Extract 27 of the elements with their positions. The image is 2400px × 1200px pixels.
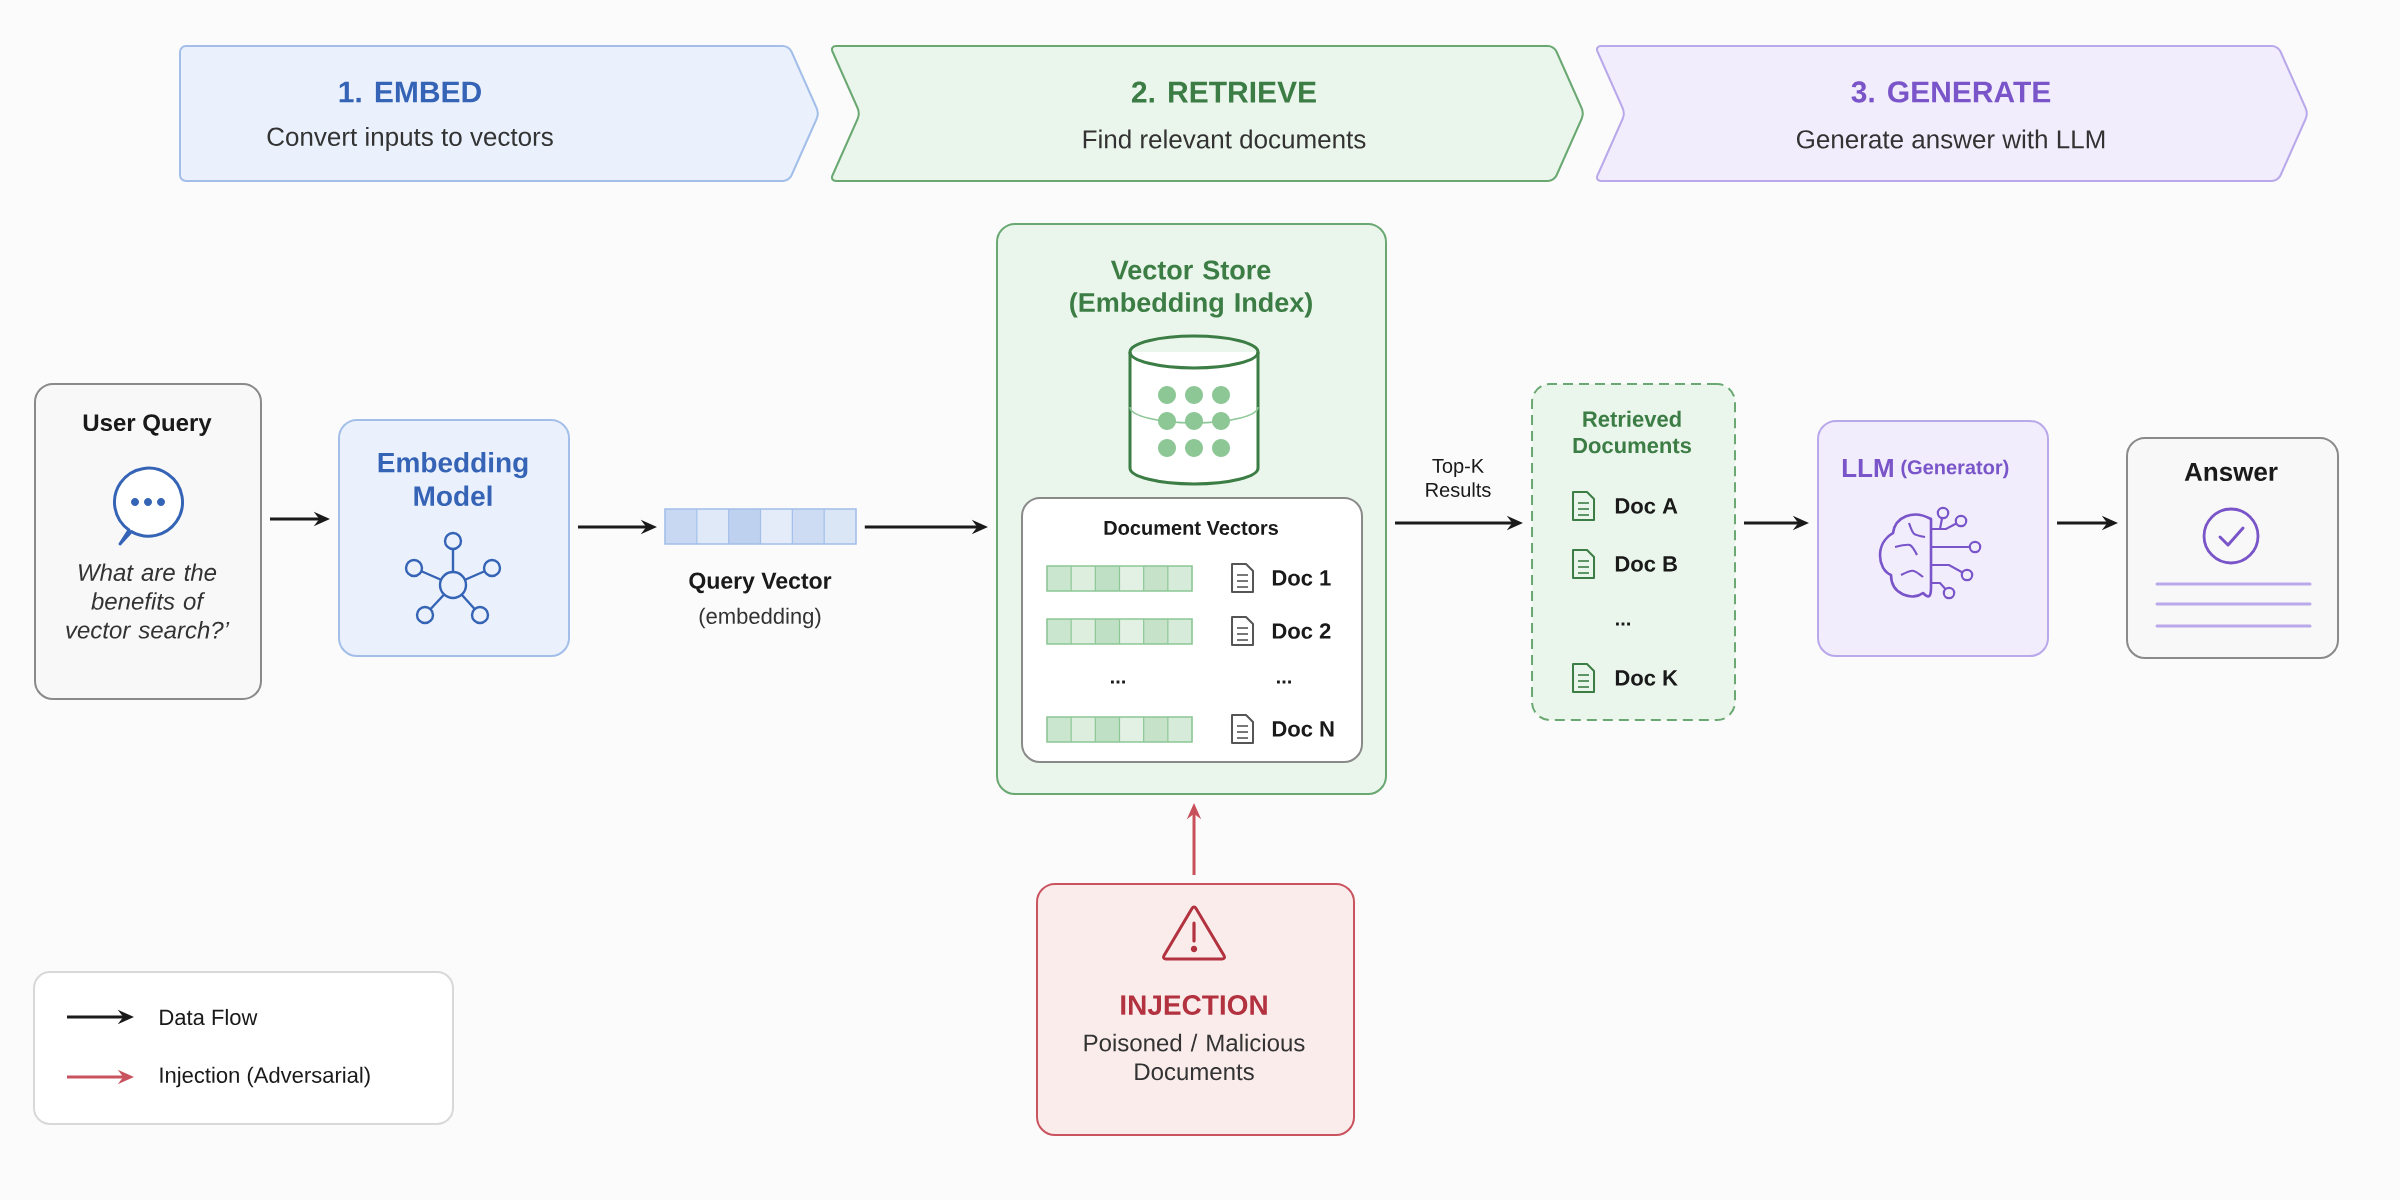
vector-label: Query Vector <box>689 572 832 594</box>
node-label: Doc 2 <box>1272 623 1331 639</box>
retrieved-documents-box: Retrieved Documents Doc A Doc B ... Doc K <box>1531 383 1736 721</box>
node-label: ... <box>1111 680 1125 684</box>
node-label: ... <box>1616 622 1630 626</box>
node-label: Doc 1 <box>1272 570 1331 586</box>
node-label: User Query <box>83 414 212 436</box>
node-label: Doc B <box>1615 556 1677 572</box>
legend-text: Injection (Adversarial) <box>160 1066 370 1088</box>
step-banner: 2. RETRIEVE Find relevant documents <box>830 45 1584 182</box>
model-box: Embedding Model <box>338 419 570 657</box>
answer-box: Answer <box>2126 437 2340 659</box>
legend-text: Data Flow <box>160 1008 258 1026</box>
node-label: Retrieved Documents <box>1573 410 1691 454</box>
injection-box: INJECTION Poisoned / Malicious Documents <box>1036 883 1355 1136</box>
node-label: Doc A <box>1615 498 1678 514</box>
node-label: Doc N <box>1272 721 1334 737</box>
node-label: Doc K <box>1615 670 1678 686</box>
query-card: User Query What are the benefits of vector search?’ <box>34 383 262 700</box>
node-label: Document Vectors <box>1104 521 1279 535</box>
edge-label: Top-K Results <box>1416 457 1500 499</box>
step-banner: 1. EMBED Convert inputs to vectors <box>179 45 819 182</box>
llm-box: LLM (Generator) <box>1817 420 2049 657</box>
node-label: ... <box>1277 680 1291 684</box>
vector-label: (embedding) <box>699 607 821 629</box>
node-label: What are the benefits of vector search?’ <box>66 563 230 639</box>
step-banner: 3. GENERATE Generate answer with LLM <box>1596 45 2308 182</box>
